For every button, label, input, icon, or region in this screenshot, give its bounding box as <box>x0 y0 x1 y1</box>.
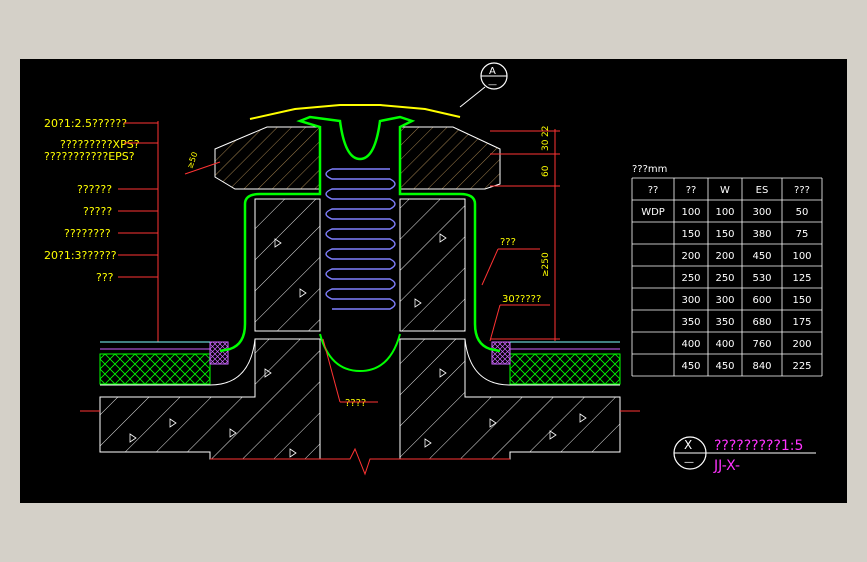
table-cell: 300 <box>681 295 700 306</box>
callout-1: 20?1:2.5?????? <box>44 117 158 130</box>
table-header-cell: ?? <box>686 185 697 196</box>
dim-50: ≥50 <box>185 151 199 170</box>
gap-label: ??? <box>500 237 516 248</box>
callout-label-3: ???????????EPS? <box>44 150 135 163</box>
table-cell: 200 <box>792 339 811 350</box>
membrane-main <box>243 115 501 353</box>
title-symbol-bottom: — <box>684 457 694 468</box>
table-cell: 200 <box>681 251 700 262</box>
dim-22: 22 <box>541 126 551 137</box>
table-cell: 50 <box>796 207 809 218</box>
section-marker[interactable]: A — <box>459 62 508 108</box>
table-cell: 300 <box>752 207 771 218</box>
table-cell: 350 <box>715 317 734 328</box>
right-sealant <box>491 341 511 365</box>
expansion-strip <box>325 168 396 310</box>
callout-7: 20?1:3?????? <box>44 249 158 262</box>
right-insulation <box>509 353 621 385</box>
table-cell: 840 <box>752 361 771 372</box>
left-insulation <box>99 353 211 385</box>
table-cell: 760 <box>752 339 771 350</box>
left-upstand <box>254 198 321 332</box>
table-cell: 400 <box>681 339 700 350</box>
callout-label-8: ??? <box>96 271 114 284</box>
callout-label-4: ?????? <box>77 183 112 196</box>
table-cell: 75 <box>796 229 809 240</box>
callout-label-6: ???????? <box>64 227 111 240</box>
table-cell: 175 <box>792 317 811 328</box>
table-cell: 200 <box>715 251 734 262</box>
right-upstand <box>399 198 466 332</box>
table-cell: 100 <box>681 207 700 218</box>
callout-2: ?????????XPS? ???????????EPS? <box>44 138 158 163</box>
title-block: X — ?????????1:5 JJ-X- <box>673 436 816 474</box>
section-letter: A <box>489 66 496 77</box>
table-cell: 450 <box>752 251 771 262</box>
table-header-cell: ?? <box>648 185 659 196</box>
title-symbol-top: X <box>684 438 692 452</box>
callout-label-7: 20?1:3?????? <box>44 249 117 262</box>
cad-drawing-canvas[interactable]: 20?1:2.5?????? ?????????XPS? ???????????… <box>20 59 847 503</box>
callout-label-1: 20?1:2.5?????? <box>44 117 127 130</box>
table-cell: 380 <box>752 229 771 240</box>
cover-plate <box>249 104 461 120</box>
callout-5: ????? <box>83 205 158 218</box>
break-line <box>210 447 510 476</box>
table-cell: 150 <box>792 295 811 306</box>
callout-6: ???????? <box>64 227 158 240</box>
table-cell: 600 <box>752 295 771 306</box>
dimension-lines <box>490 129 560 341</box>
table-header-cell: W <box>720 185 730 196</box>
callout-8: ??? <box>96 271 158 284</box>
chamfer-label: 30????? <box>502 294 541 305</box>
table-cell: 250 <box>715 273 734 284</box>
bottom-label: ???? <box>345 398 366 409</box>
table-cell: 150 <box>681 229 700 240</box>
dim-30: 30 <box>541 139 551 151</box>
right-cap-block <box>399 126 501 190</box>
table-cell: 450 <box>715 361 734 372</box>
table-cell: 450 <box>681 361 700 372</box>
callout-label-5: ????? <box>83 205 112 218</box>
drawing-svg: 20?1:2.5?????? ?????????XPS? ???????????… <box>44 62 823 476</box>
table-cell: 530 <box>752 273 771 284</box>
table-cell: 250 <box>681 273 700 284</box>
left-sealant <box>209 341 229 365</box>
table-cell: 300 <box>715 295 734 306</box>
table-cell: WDP <box>641 207 665 218</box>
callout-label-2: ?????????XPS? <box>60 138 140 151</box>
table-cell: 125 <box>792 273 811 284</box>
title-text: ?????????1:5 <box>714 438 803 454</box>
table-header-cell: ??? <box>794 185 810 196</box>
left-callouts: 20?1:2.5?????? ?????????XPS? ???????????… <box>44 117 159 342</box>
table-cell: 350 <box>681 317 700 328</box>
table-cell: 150 <box>715 229 734 240</box>
section-sub: — <box>488 80 497 90</box>
table-cell: 400 <box>715 339 734 350</box>
table-cell: 225 <box>792 361 811 372</box>
dim-250: ≥250 <box>541 252 551 277</box>
parameter-table: ???mm ???? W ES??? WDP 100 100 300 50 150 150 380 7… <box>631 164 823 377</box>
table-cell: 100 <box>715 207 734 218</box>
membrane-sag <box>319 333 401 373</box>
dim-60: 60 <box>541 165 551 177</box>
joint-detail-drawing: 30 22 60 ≥250 ≥50 ??? 30????? ???? <box>80 104 640 476</box>
table-caption: ???mm <box>632 164 667 175</box>
table-header-cell: ES <box>756 185 769 196</box>
table-cell: 100 <box>792 251 811 262</box>
table-cell: 680 <box>752 317 771 328</box>
title-code: JJ-X- <box>713 458 740 474</box>
callout-4: ?????? <box>77 183 158 196</box>
left-cap-block <box>214 126 321 190</box>
concrete-marks <box>129 233 587 458</box>
membrane-left <box>219 204 247 353</box>
